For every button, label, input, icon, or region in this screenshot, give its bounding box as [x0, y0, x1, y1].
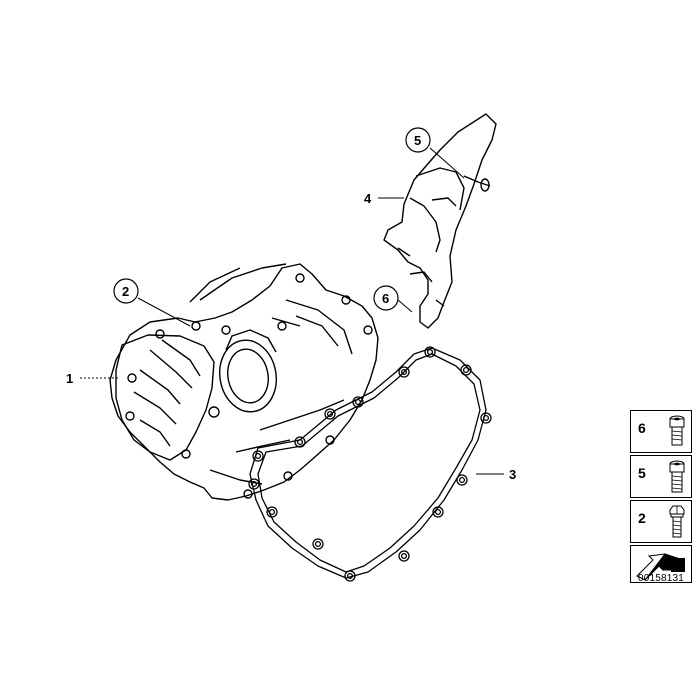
callout-label: 4 — [364, 191, 372, 206]
callout-5: 5 — [405, 127, 431, 153]
legend-item: 6 — [630, 410, 692, 453]
hex-bolt-icon — [669, 505, 685, 538]
legend-item: 5 — [630, 455, 692, 498]
callout-3: 3 — [509, 467, 516, 482]
callout-4: 4 — [364, 191, 372, 206]
socket-head-screw-icon — [669, 415, 685, 446]
fastener-legend: 6 5 2 — [630, 410, 692, 583]
callout-label: 1 — [66, 371, 73, 386]
socket-head-screw-icon — [669, 460, 685, 493]
engine-cover-part-1 — [109, 263, 379, 501]
callout-6: 6 — [373, 285, 399, 311]
legend-item-number: 5 — [638, 465, 646, 481]
callout-label: 2 — [122, 284, 129, 299]
legend-item-number: 6 — [638, 420, 646, 436]
parts-arrow-icon — [636, 553, 685, 581]
bracket-part-4 — [383, 113, 497, 329]
legend-item: 2 — [630, 500, 692, 543]
callout-1: 1 — [66, 371, 73, 386]
callout-label: 3 — [509, 467, 516, 482]
leader-lines — [80, 147, 504, 475]
gasket-part-3 — [248, 346, 492, 582]
legend-item-number: 2 — [638, 510, 646, 526]
callout-label: 5 — [414, 133, 421, 148]
callout-2: 2 — [113, 278, 139, 304]
callout-label: 6 — [382, 291, 389, 306]
parts-arrow-box — [630, 545, 692, 583]
document-id: 00158131 — [637, 573, 685, 584]
